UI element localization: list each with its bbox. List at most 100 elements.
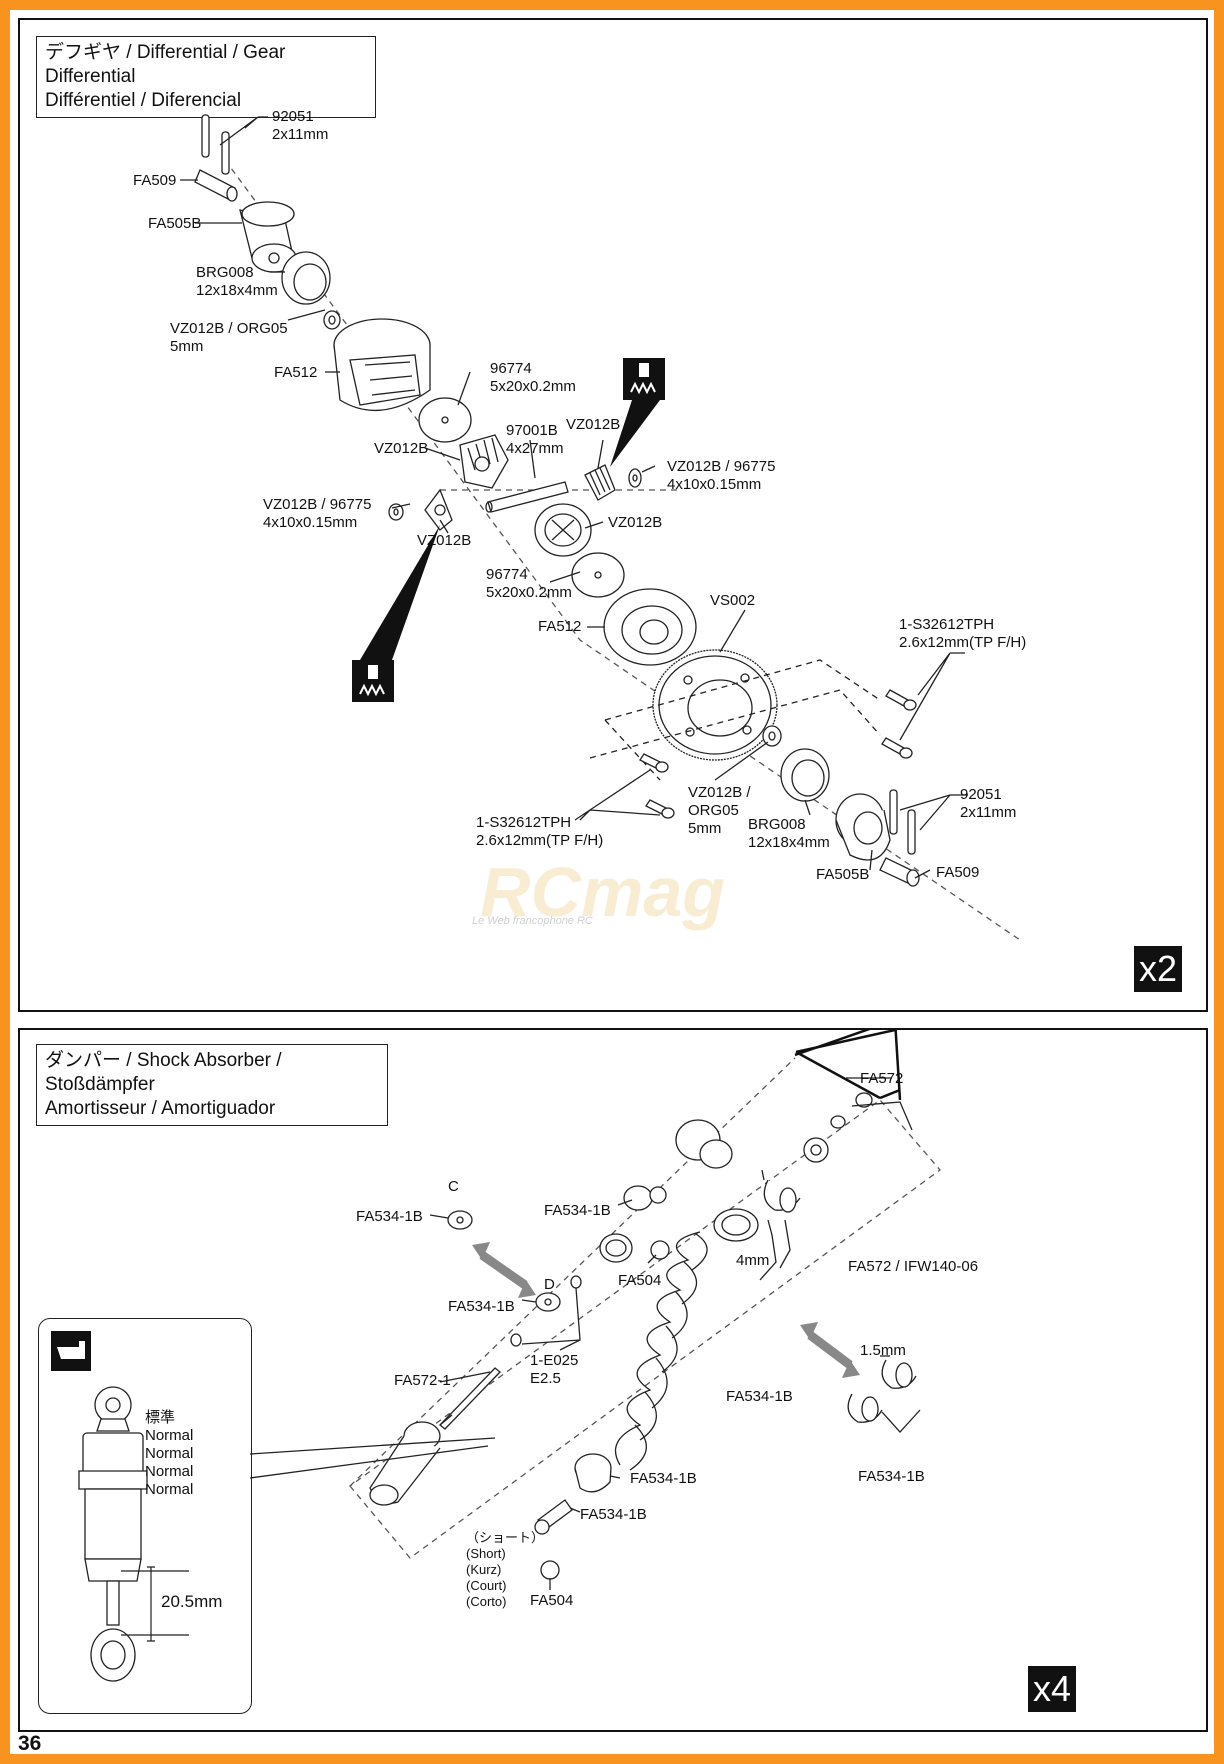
label-spring-retainer: FA534-1B [726,1388,793,1405]
differential-title-line2: Différentiel / Diferencial [45,90,242,111]
note-label-jp: 標準 [145,1409,176,1426]
grease-icon [352,525,440,702]
label-washer-right-size: 4x10x0.15mm [667,476,762,493]
spacer-1-5mm-bottom [847,1393,883,1423]
label-oring-top-size: 5mm [170,338,204,355]
label-fa505b-top: FA505B [148,215,202,232]
label-fa509-top: FA509 [133,172,177,189]
label-oring-bottom-code2: ORG05 [688,802,739,819]
shaft-part [485,481,569,513]
label-short-de: (Kurz) [466,1562,502,1577]
label-shim-top-size: 5x20x0.2mm [490,378,576,395]
label-fa572: FA572 [860,1070,904,1087]
screw-left-2 [645,799,675,819]
watermark-tagline: Le Web francophone RC [472,915,593,927]
label-gear-left-bottom: VZ012B [417,532,472,549]
pinion-right-top [584,464,616,501]
label-brg-bottom-code: BRG008 [748,816,806,833]
pin-top-right [221,131,230,175]
bevel-gear-left-top [459,434,509,489]
fa509-bottom-part [879,857,920,887]
page-number: 36 [18,1732,42,1755]
label-oring-bottom-code: VZ012B / [688,784,751,801]
spring-part [614,1231,708,1471]
piston-rod-part [439,1367,501,1430]
shock-multiplier-badge: x4 [1028,1666,1077,1712]
label-case-bottom: FA512 [538,618,582,635]
label-brg-bottom-size: 12x18x4mm [748,834,830,851]
eclip-top-part [570,1275,582,1289]
label-washer-top: FA572 / IFW140-06 [848,1258,979,1275]
shim-top-part [418,397,472,443]
label-pin-bottom-code: 92051 [960,786,1002,803]
label-lower-cap: FA534-1B [630,1470,697,1487]
pin-bottom-left [889,789,898,835]
label-clip-size: E2.5 [530,1370,561,1387]
fa509-top-part [194,169,238,202]
label-gear-center: VZ012B [608,514,663,531]
differential-multiplier-badge: x2 [1134,946,1183,992]
cap-nut-part [675,1119,733,1169]
label-spacer-size: 1.5mm [860,1342,906,1359]
label-pin-bottom-size: 2x11mm [960,804,1017,821]
label-fa534-d: FA534-1B [448,1298,515,1315]
label-fa534-c: FA534-1B [356,1208,423,1225]
label-nut-size: 4mm [736,1252,770,1269]
note-label-4: Normal [145,1481,194,1498]
label-gear-left-top: VZ012B [374,440,429,457]
label-shaft-size: 4x27mm [506,440,564,457]
double-arrow-icon [472,1242,536,1298]
label-short-group: （ショート） (Short) (Kurz) (Court) (Corto) [466,1530,544,1610]
label-screw-left-code: 1-S32612TPH [476,814,572,831]
screw-right-1 [885,689,917,711]
grease-icon [610,358,665,467]
label-washer-left-code: VZ012B / 96775 [263,496,372,513]
label-fa534-cap: FA534-1B [544,1202,611,1219]
oring-shock-part [599,1233,633,1263]
spacer-1-5mm-top [881,1359,917,1389]
label-ring-gear: VS002 [710,592,756,609]
manual-page: デフギヤ / Differential / Gear Differential … [10,10,1214,1755]
label-short-fr: (Court) [466,1578,507,1593]
label-fa509-bottom: FA509 [936,864,980,881]
note-dimension: 20.5mm [161,1592,223,1611]
fa505b-top-part [239,201,297,273]
shock-title-line2: Amortisseur / Amortiguador [45,1098,276,1119]
differential-panel: デフギヤ / Differential / Gear Differential … [18,18,1208,1012]
shock-title: ダンパー / Shock Absorber / Stoßdämpfer Amor… [36,1044,388,1126]
shock-length-note: 標準 Normal Normal Normal Normal 20.5mm [38,1318,252,1714]
washer-top-part [830,1092,873,1129]
label-fa504-top: FA504 [618,1272,662,1289]
label-fa534-d-letter: D [544,1276,555,1293]
label-oring-top-code: VZ012B / ORG05 [170,320,288,337]
note-label-2: Normal [145,1445,194,1462]
washer-right-part [628,468,642,488]
label-shim-bottom-size: 5x20x0.2mm [486,584,572,601]
label-washer-right-code: VZ012B / 96775 [667,458,776,475]
label-screw-right-size: 2.6x12mm(TP F/H) [899,634,1027,651]
vs002-ring-gear-part [652,649,778,761]
hand-pointer-icon [51,1331,91,1371]
lower-cap-part [574,1453,612,1493]
pinion-left-bottom [424,488,453,531]
nut-4mm-part [803,1137,829,1163]
label-brg-top-code: BRG008 [196,264,254,281]
fa505b-bottom-part [835,793,891,861]
label-fa572-1: FA572-1 [394,1372,451,1389]
label-fa534-c-letter: C [448,1178,459,1195]
label-fa504-bottom: FA504 [530,1592,574,1609]
screw-left-1 [639,753,669,773]
shim-bottom-part [571,552,625,598]
label-short-es: (Corto) [466,1594,507,1609]
fa534-cap-part [623,1185,667,1211]
